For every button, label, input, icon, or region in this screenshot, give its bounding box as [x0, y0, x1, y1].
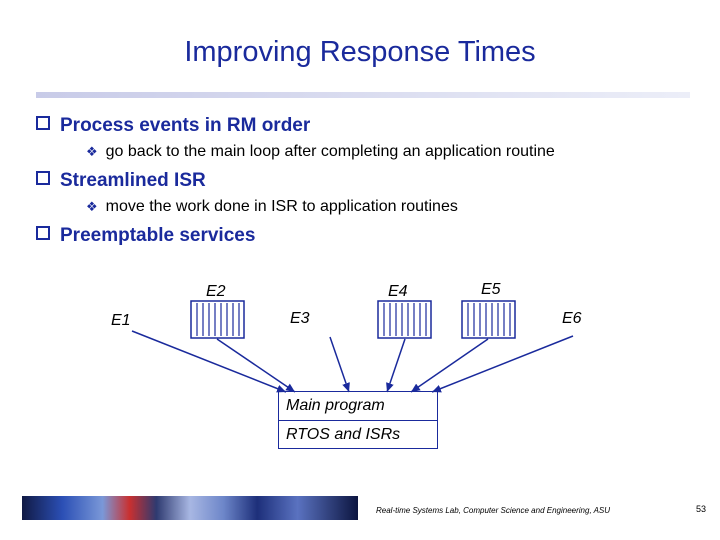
event-label-e6: E6	[562, 310, 582, 327]
hollow-square-bullet-icon	[36, 226, 50, 240]
arrow-e6	[431, 335, 574, 393]
program-box: Main program RTOS and ISRs	[278, 391, 438, 449]
event-label-e3: E3	[290, 310, 310, 327]
footer-credit: Real-time Systems Lab, Computer Science …	[376, 506, 611, 515]
slide-title: Improving Response Times	[184, 36, 536, 68]
bullet-text: Process events in RM order	[60, 115, 311, 136]
hollow-square-bullet-icon	[36, 116, 50, 130]
footer-banner-image	[22, 496, 358, 520]
bullet-text: Streamlined ISR	[60, 170, 206, 191]
page-number: 53	[696, 504, 707, 514]
diamond-bullet-icon: ❖	[86, 144, 98, 159]
sub-bullet-text: move the work done in ISR to application…	[105, 198, 458, 215]
queue-e4	[377, 300, 432, 339]
bullet-process-events: Process events in RM order	[36, 115, 310, 137]
sub-bullet-isr-work: ❖ move the work done in ISR to applicatio…	[86, 198, 458, 216]
rtos-isrs-label: RTOS and ISRs	[279, 420, 437, 448]
hollow-square-bullet-icon	[36, 171, 50, 185]
sub-bullet-main-loop: ❖ go back to the main loop after completi…	[86, 143, 555, 161]
arrow-e4	[386, 338, 406, 393]
event-label-e5: E5	[481, 281, 501, 298]
arrow-e2	[216, 338, 296, 393]
bullet-text: Preemptable services	[60, 225, 256, 246]
arrow-e5	[410, 338, 489, 393]
main-program-label: Main program	[286, 397, 385, 414]
queue-e2	[190, 300, 245, 339]
event-label-e4: E4	[388, 283, 408, 300]
arrow-e3	[329, 336, 350, 393]
sub-bullet-text: go back to the main loop after completin…	[105, 143, 555, 160]
diamond-bullet-icon: ❖	[86, 199, 98, 214]
arrow-e1	[131, 330, 287, 393]
bullet-preemptable-services: Preemptable services	[36, 225, 255, 247]
bullet-streamlined-isr: Streamlined ISR	[36, 170, 206, 192]
title-divider	[36, 92, 690, 98]
event-label-e2: E2	[206, 283, 226, 300]
queue-e5	[461, 300, 516, 339]
event-label-e1: E1	[111, 312, 131, 329]
